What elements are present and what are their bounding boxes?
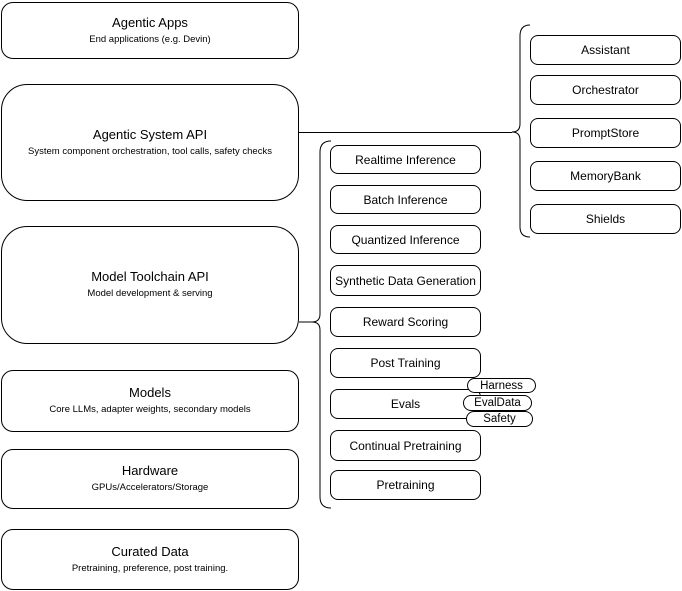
node-subtitle: System component orchestration, tool cal… — [28, 145, 272, 157]
node-memorybank: MemoryBank — [530, 161, 681, 191]
node-model-toolchain-api: Model Toolchain API Model development & … — [1, 226, 299, 344]
node-synthetic-data-generation: Synthetic Data Generation — [330, 265, 481, 296]
node-shields: Shields — [530, 204, 681, 234]
node-quantized-inference: Quantized Inference — [330, 225, 481, 254]
node-models: Models Core LLMs, adapter weights, secon… — [1, 370, 299, 432]
node-orchestrator: Orchestrator — [530, 75, 681, 105]
node-title: Model Toolchain API — [91, 269, 209, 285]
node-curated-data: Curated Data Pretraining, preference, po… — [1, 529, 299, 590]
node-subtitle: End applications (e.g. Devin) — [89, 33, 211, 45]
node-reward-scoring: Reward Scoring — [330, 307, 481, 337]
node-promptstore: PromptStore — [530, 118, 681, 148]
node-title: Agentic Apps — [112, 14, 188, 30]
tag-safety: Safety — [466, 411, 533, 427]
node-realtime-inference: Realtime Inference — [330, 145, 481, 174]
node-subtitle: GPUs/Accelerators/Storage — [91, 482, 209, 494]
node-agentic-system-api: Agentic System API System component orch… — [1, 84, 299, 201]
node-title: Agentic System API — [92, 126, 208, 142]
node-continual-pretraining: Continual Pretraining — [330, 430, 481, 461]
toolchain-brace — [311, 140, 332, 509]
node-assistant: Assistant — [530, 35, 681, 65]
node-batch-inference: Batch Inference — [330, 185, 481, 214]
node-subtitle: Core LLMs, adapter weights, secondary mo… — [49, 404, 251, 416]
node-hardware: Hardware GPUs/Accelerators/Storage — [1, 449, 299, 509]
node-evals: Evals — [330, 389, 481, 419]
node-title: Models — [129, 385, 171, 401]
node-title: Curated Data — [111, 543, 189, 559]
node-subtitle: Model development & serving — [87, 288, 213, 300]
node-title: Hardware — [121, 463, 179, 479]
tag-evaldata: EvalData — [463, 395, 532, 411]
components-brace — [511, 24, 531, 238]
tag-harness: Harness — [467, 378, 536, 393]
node-agentic-apps: Agentic Apps End applications (e.g. Devi… — [1, 2, 299, 59]
node-subtitle: Pretraining, preference, post training. — [71, 562, 229, 574]
node-post-training: Post Training — [330, 348, 481, 378]
node-pretraining: Pretraining — [330, 470, 481, 500]
